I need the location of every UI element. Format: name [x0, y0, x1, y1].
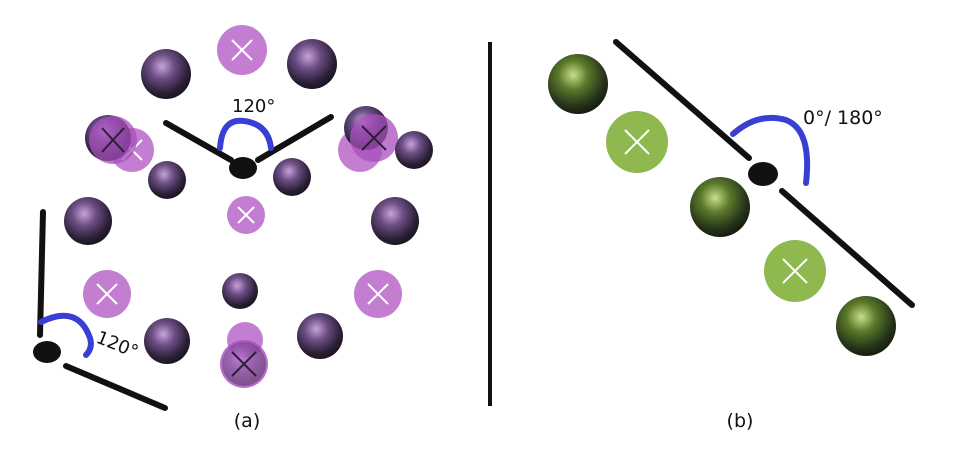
cross-disc-icon	[764, 240, 826, 302]
pivot-dot-icon	[33, 341, 61, 363]
pivot-dot-icon	[748, 162, 778, 186]
angle-label-bottom-left: 120°	[93, 327, 141, 363]
panel-label-a: (a)	[234, 410, 260, 432]
pivot-bottom-left	[33, 209, 168, 411]
pivot-top	[163, 114, 334, 179]
cross-disc-icon	[83, 270, 131, 318]
purple-sphere-icon	[148, 161, 186, 199]
green-sphere-icon	[690, 177, 750, 237]
panel-label-b: (b)	[727, 410, 754, 432]
purple-sphere-icon	[371, 197, 419, 245]
cross-disc-icon	[227, 196, 265, 234]
cross-disc-icon	[354, 270, 402, 318]
purple-sphere-icon	[141, 49, 191, 99]
cross-disc-icon	[220, 340, 268, 388]
cross-disc-icon	[89, 116, 137, 164]
green-sphere-icon	[548, 54, 608, 114]
purple-sphere-icon	[222, 273, 258, 309]
angle-label-top: 120°	[232, 96, 275, 117]
pivot-dot-icon	[229, 157, 257, 179]
cross-disc-icon	[350, 114, 398, 162]
green-sphere-icon	[836, 296, 896, 356]
purple-sphere-icon	[64, 197, 112, 245]
purple-sphere-icon	[273, 158, 311, 196]
panel-a: 120°	[33, 25, 433, 432]
purple-sphere-icon	[144, 318, 190, 364]
purple-sphere-icon	[297, 313, 343, 359]
cross-disc-icon	[217, 25, 267, 75]
purple-sphere-icon	[395, 131, 433, 169]
purple-sphere-icon	[287, 39, 337, 89]
panel-b: 0°/ 180° (b)	[548, 39, 915, 432]
cross-disc-icon	[606, 111, 668, 173]
angle-label-b: 0°/ 180°	[803, 107, 883, 129]
